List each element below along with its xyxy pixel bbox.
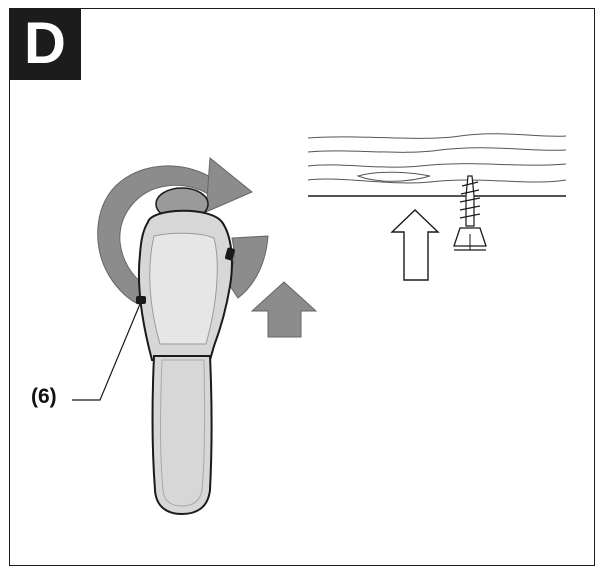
figure-frame <box>9 8 595 566</box>
callout-label-6: (6) <box>31 385 57 408</box>
step-letter-badge: D <box>9 8 81 80</box>
screw-icon <box>453 175 487 251</box>
push-up-arrow-outline-icon <box>390 209 440 281</box>
wood-board-icon <box>307 133 567 197</box>
screwdriver-handle-icon <box>136 187 235 516</box>
push-up-arrow-icon <box>250 281 318 338</box>
callout-leader-line <box>72 303 141 401</box>
